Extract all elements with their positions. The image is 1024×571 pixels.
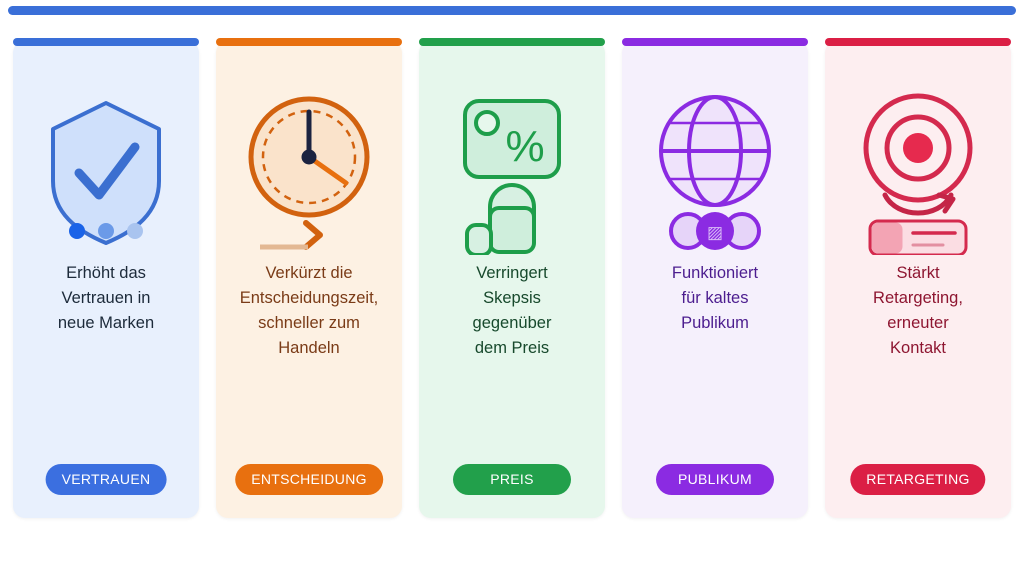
benefit-card-retargeting[interactable]: Stärkt Retargeting, erneuter Kontakt RET… bbox=[825, 38, 1011, 518]
card-badge-vertrauen[interactable]: VERTRAUEN bbox=[45, 464, 167, 495]
globe-audience-icon: ▨ bbox=[635, 85, 795, 255]
card-accent-bar bbox=[419, 38, 605, 46]
card-badge-entscheidung[interactable]: ENTSCHEIDUNG bbox=[235, 464, 383, 495]
benefit-card-preis[interactable]: % Verringert Skepsis gegenüber dem Preis… bbox=[419, 38, 605, 518]
card-badge-preis[interactable]: PREIS bbox=[453, 464, 571, 495]
card-description: Erhöht das Vertrauen in neue Marken bbox=[57, 264, 155, 332]
clock-speed-icon bbox=[229, 85, 389, 255]
benefit-card-publikum[interactable]: ▨ Funktioniert für kaltes Publikum PUBLI… bbox=[622, 38, 808, 518]
shield-check-icon bbox=[26, 85, 186, 255]
card-accent-bar bbox=[216, 38, 402, 46]
price-tag-percent-icon: % bbox=[432, 85, 592, 255]
card-description: Verkürzt die Entscheidungszeit, schnelle… bbox=[239, 264, 379, 357]
card-badge-retargeting[interactable]: RETARGETING bbox=[850, 464, 986, 495]
top-accent-bar bbox=[8, 6, 1016, 15]
card-accent-bar bbox=[622, 38, 808, 46]
benefit-card-entscheidung[interactable]: Verkürzt die Entscheidungszeit, schnelle… bbox=[216, 38, 402, 518]
percent-symbol: % bbox=[505, 122, 544, 171]
card-accent-bar bbox=[825, 38, 1011, 46]
target-retarget-icon bbox=[838, 85, 998, 255]
benefit-cards-row: Erhöht das Vertrauen in neue Marken VERT… bbox=[0, 38, 1024, 518]
card-accent-bar bbox=[13, 38, 199, 46]
card-description: Funktioniert für kaltes Publikum bbox=[671, 264, 759, 332]
benefit-card-vertrauen[interactable]: Erhöht das Vertrauen in neue Marken VERT… bbox=[13, 38, 199, 518]
card-badge-publikum[interactable]: PUBLIKUM bbox=[656, 464, 774, 495]
card-description: Verringert Skepsis gegenüber dem Preis bbox=[472, 264, 552, 357]
audience-node-glyph: ▨ bbox=[707, 223, 723, 242]
card-description: Stärkt Retargeting, erneuter Kontakt bbox=[873, 264, 963, 357]
